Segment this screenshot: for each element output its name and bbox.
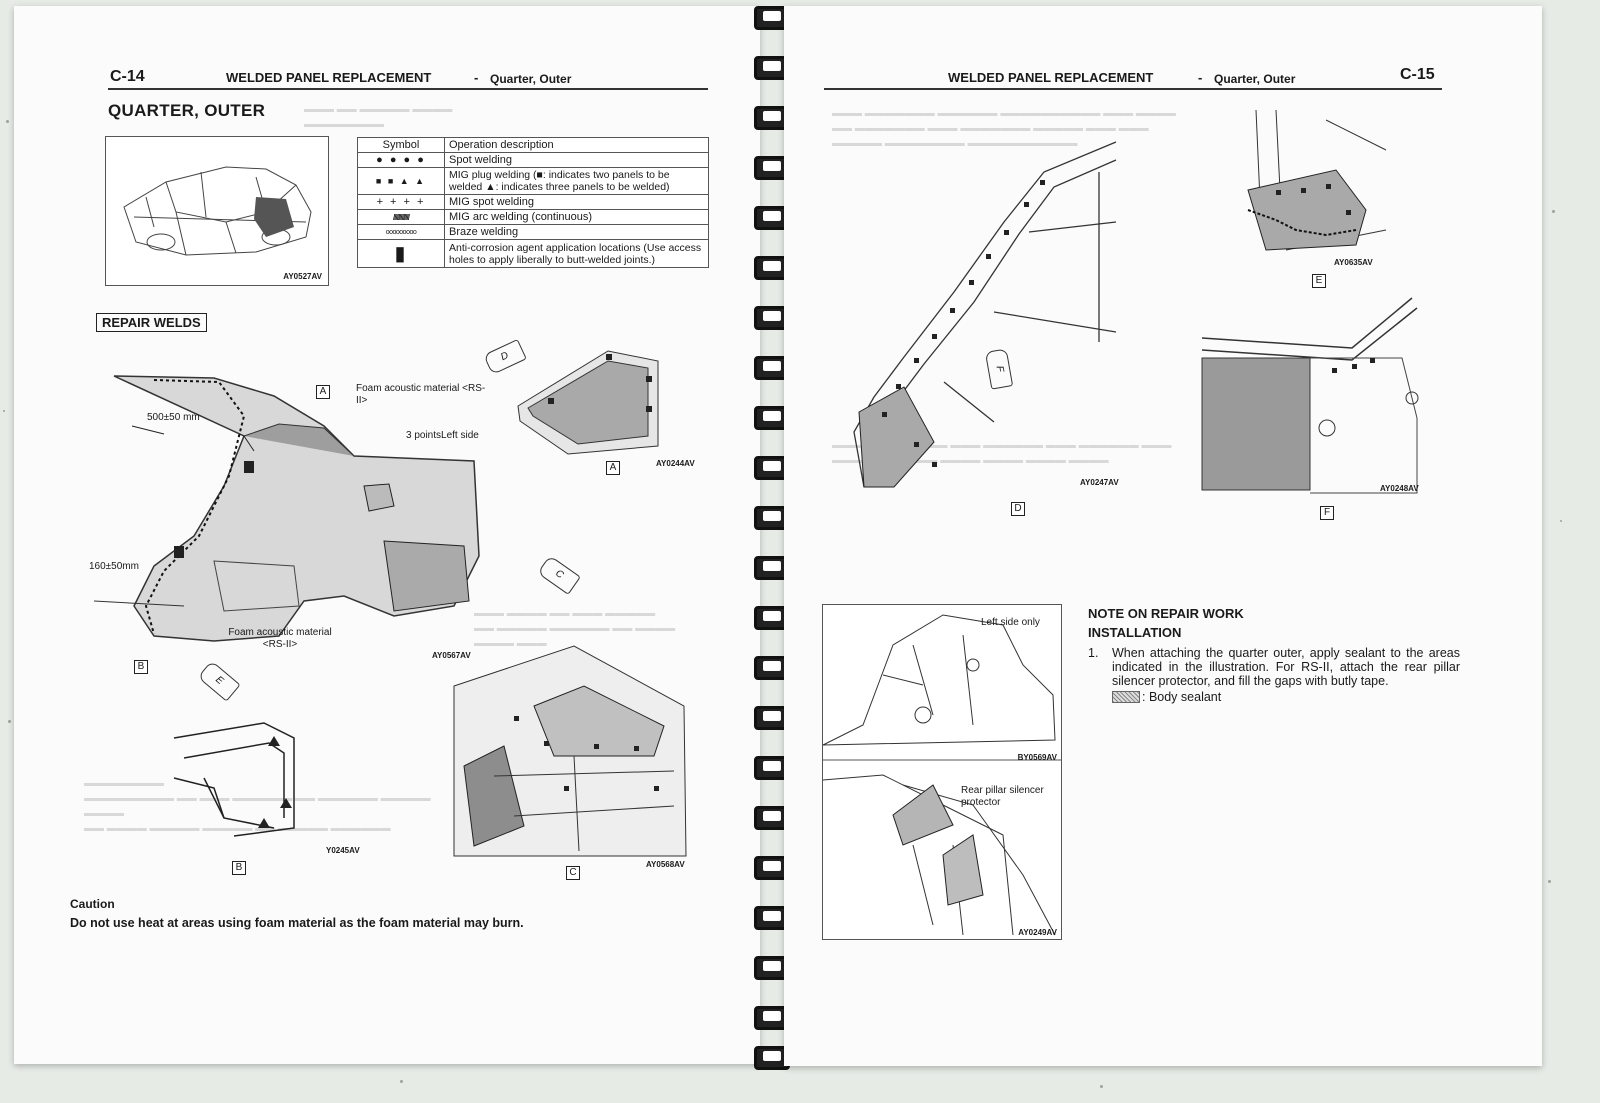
bleed-through-text-3: ▬▬▬▬▬▬▬▬▬▬▬▬▬▬▬▬▬ ▬▬ ▬▬▬ ▬▬▬▬▬▬ ▬▬ ▬▬▬▬▬… [84,778,431,834]
header-title: WELDED PANEL REPLACEMENT [948,70,1154,85]
detail-e-letter: E [1312,274,1326,288]
caution-title: Caution [70,897,115,911]
table-cell-description: MIG arc welding (continuous) [444,209,709,225]
detail-d-letter: D [1011,502,1025,516]
header-rule [108,88,708,90]
figure-code-d: AY0247AV [1080,478,1119,487]
table-cell-description: MIG plug welding (■: indicates two panel… [444,167,709,195]
view-pointer-c: C [537,555,581,595]
table-row: ▮ Anti-corrosion agent application locat… [357,239,709,268]
table-row: ooooooooo Braze welding [357,224,709,240]
overview-car-figure: AY0527AV [105,136,329,286]
braze-weld-symbol: ooooooooo [357,224,445,240]
table-header-symbol: Symbol [357,137,445,153]
detail-e-drawing [1247,109,1387,251]
plug-weld-symbol: ■ ■ ▲ ▲ [357,167,445,195]
figure-code-pillar: AY0249AV [1018,928,1057,937]
figure-code-main: AY0567AV [432,651,471,660]
step-text: When attaching the quarter outer, apply … [1112,646,1460,688]
header-rule [824,88,1442,90]
figure-code-f: AY0248AV [1380,484,1419,493]
detail-b-letter: B [232,861,246,875]
page-number: C-15 [1400,66,1435,83]
header-subtitle: Quarter, Outer [1214,72,1296,86]
table-cell-description: Anti-corrosion agent application locatio… [444,239,709,268]
table-cell-description: MIG spot welding [444,194,709,210]
detail-f-drawing [1201,297,1419,494]
detail-b-drawing [173,722,295,837]
sealant-legend: : Body sealant [1112,690,1460,704]
figure-code-a: AY0244AV [656,459,695,468]
detail-label-a: A [316,385,330,399]
table-row: ■ ■ ▲ ▲ MIG plug welding (■: indicates t… [357,167,709,195]
table-cell-description: Spot welding [444,152,709,168]
bleed-through-text: ▬▬▬ ▬▬▬▬▬▬▬ ▬▬▬▬▬▬ ▬▬▬▬▬▬▬▬▬▬ ▬▬▬ ▬▬▬▬▬▬… [832,108,1176,149]
repair-welds-title: REPAIR WELDS [96,313,207,332]
step-number: 1. [1088,646,1099,660]
header-subtitle: Quarter, Outer [490,72,572,86]
table-row: ///////////// MIG arc welding (continuou… [357,209,709,225]
bleed-through-text-2: ▬▬▬ ▬▬▬▬ ▬▬ ▬▬▬ ▬▬▬▬▬▬▬ ▬▬▬▬▬ ▬▬▬▬▬▬ ▬▬ … [474,608,676,649]
table-row: ● ● ● ● Spot welding [357,152,709,168]
dimension-160: 160±50mm [89,561,139,572]
anti-corrosion-icon: ▮ [357,239,445,268]
header-separator: - [1198,70,1203,85]
detail-a-drawing [517,350,659,455]
repair-note: NOTE ON REPAIR WORK INSTALLATION 1. When… [1088,606,1460,704]
mig-spot-symbol: + + + + [357,194,445,210]
detail-label-b: B [134,660,148,674]
right-page: ▬▬▬ ▬▬▬▬▬▬▬ ▬▬▬▬▬▬ ▬▬▬▬▬▬▬▬▬▬ ▬▬▬ ▬▬▬▬▬▬… [784,6,1542,1066]
page-number: C-14 [110,68,145,85]
sealant-area-figure: Left side only BY0569AV Rear pillar sile… [822,604,1062,940]
left-side-only-label: Left side only [981,617,1040,628]
left-page: ▬▬▬ ▬▬ ▬▬▬▬▬ ▬▬▬▬▬▬▬▬▬▬▬▬ ▬▬▬ ▬▬▬▬ ▬▬ ▬▬… [14,6,760,1064]
figure-code: AY0527AV [283,272,322,281]
figure-code-left-only: BY0569AV [1017,753,1057,762]
note-title: NOTE ON REPAIR WORK [1088,606,1244,621]
figure-code-b: Y0245AV [326,846,360,855]
installation-step: 1. When attaching the quarter outer, app… [1088,646,1460,688]
installation-title: INSTALLATION [1088,625,1182,640]
foam-acoustic-label-bottom: Foam acoustic material <RS-II> [228,627,332,650]
figure-code-c: AY0568AV [646,860,685,869]
sealant-legend-text: : Body sealant [1142,690,1222,704]
three-points-label: 3 pointsLeft side [406,430,479,441]
detail-a-letter: A [606,461,620,475]
car-body-drawing [123,166,312,256]
welding-symbol-table: Symbol Operation description ● ● ● ● Spo… [357,137,709,268]
table-header-row: Symbol Operation description [357,137,709,153]
arc-weld-symbol: ///////////// [357,209,445,225]
header-separator: - [474,70,479,85]
detail-c-letter: C [566,866,580,880]
quarter-panel-drawing [93,375,480,642]
bleed-through-text-2: ▬▬▬ ▬▬▬ ▬▬▬▬▬ ▬▬▬ ▬▬▬▬▬▬ ▬▬▬ ▬▬▬▬▬▬ ▬▬▬▬… [832,440,1172,466]
sealant-area-drawing [822,614,1061,936]
spot-weld-symbol: ● ● ● ● [357,152,445,168]
dimension-500: 500±50 mm [147,412,200,423]
header-title: WELDED PANEL REPLACEMENT [226,70,432,85]
view-pointer-e: E [197,660,241,702]
table-row: + + + + MIG spot welding [357,194,709,210]
table-header-description: Operation description [444,137,709,153]
bleed-through-text: ▬▬▬ ▬▬ ▬▬▬▬▬ ▬▬▬▬▬▬▬▬▬▬▬▬ [304,104,453,130]
detail-d-drawing [853,141,1117,488]
detail-f-letter: F [1320,506,1334,520]
table-cell-description: Braze welding [444,224,709,240]
section-title: QUARTER, OUTER [108,101,266,120]
caution-text: Do not use heat at areas using foam mate… [70,916,524,930]
foam-acoustic-label-top: Foam acoustic material <RS-II> [356,383,486,406]
figure-code-e: AY0635AV [1334,258,1373,267]
body-sealant-swatch [1112,691,1140,703]
detail-c-drawing [453,645,687,857]
rear-pillar-label: Rear pillar silencer protector [961,785,1044,808]
